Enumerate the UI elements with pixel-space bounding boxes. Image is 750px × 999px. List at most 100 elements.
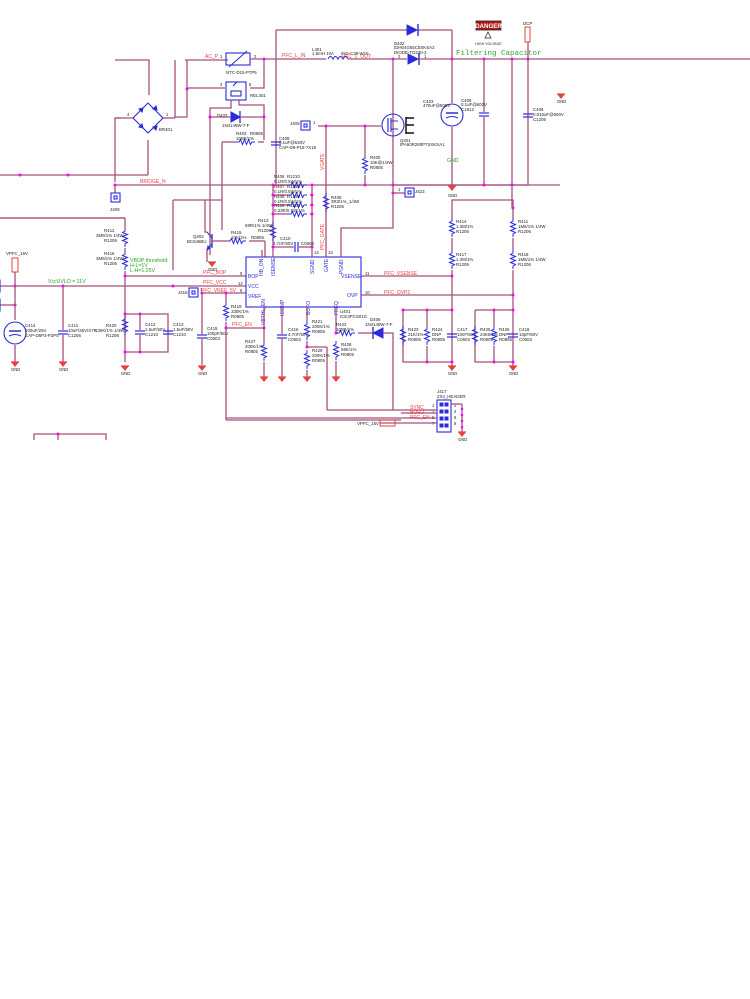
svg-text:C406: C406	[533, 107, 544, 112]
resistor-r424[interactable]: R424 DNP R0805	[424, 325, 446, 346]
capacitor-c414[interactable]: C414 100uF/25V CAP-D6P3-P2P5	[3, 321, 59, 345]
svg-text:1.5uF/50V: 1.5uF/50V	[145, 327, 165, 332]
svg-text:R408: R408	[274, 194, 285, 199]
inductor-l401[interactable]: L401 1.5mH 10A IND-C38-W16	[312, 47, 369, 61]
svg-text:VREF: VREF	[248, 294, 261, 300]
capacitor-c411[interactable]: C411 10uF/25V/X7R C1206	[58, 286, 97, 362]
svg-text:100R/1%: 100R/1%	[336, 327, 354, 332]
mosfet-q401[interactable]: Q401 IPA60R280P7SXKSA1	[381, 113, 445, 147]
test-point-j423[interactable]: J423 1	[393, 187, 425, 198]
test-point-j409[interactable]: J409	[110, 185, 121, 212]
svg-text:PFC_BOP: PFC_BOP	[203, 270, 227, 276]
bop-transistor-section: Q402 BC546BU R415 10K/1% R0805 GND	[172, 199, 266, 272]
capacitor-c405[interactable]: C405 0.1uF@600V C1812	[461, 59, 489, 185]
capacitor-c406[interactable]: C406 0.015uF@600V C1206	[523, 107, 564, 122]
resistor-r428[interactable]: R428 68K/1% R0805	[333, 340, 357, 361]
svg-text:R426: R426	[499, 327, 510, 332]
svg-text:R0805: R0805	[341, 352, 354, 357]
resistor-r411[interactable]: R411 1M5/1% 1/4W R1206	[510, 217, 547, 238]
svg-text:BR401: BR401	[159, 127, 173, 132]
resistor-r415[interactable]: R415 10K/1% R0805	[226, 230, 264, 244]
svg-text:R0805: R0805	[245, 349, 258, 354]
capacitor-c416[interactable]: C416 4.7nF/50V C0603	[277, 307, 308, 377]
gnd-symbol: GND	[457, 431, 467, 442]
resistor-r405[interactable]: R405 10K@1/4W R0805	[362, 126, 394, 185]
svg-text:R1206: R1206	[104, 238, 117, 243]
diode-d406[interactable]: D406 1N4148W-7-F	[365, 317, 393, 339]
svg-text:GND: GND	[198, 371, 207, 376]
resistor-r429[interactable]: R429 200K/1% R0805	[304, 348, 330, 370]
filtering-capacitor-note: Filtering Capacitor	[456, 50, 542, 58]
resistor-r421[interactable]: R421 200K/1% R0805	[304, 319, 330, 341]
pfc-power-stage: PFC_L_IN L401 1.5mH 10A IND-C38-W16 PFC_…	[271, 20, 750, 250]
svg-text:200K/1%: 200K/1%	[312, 324, 330, 329]
svg-text:IPA60R280P7SXKSA1: IPA60R280P7SXKSA1	[400, 142, 445, 147]
resistor-r413[interactable]: R413 68R/1% 1/4W R1206	[245, 218, 276, 242]
svg-text:DIODE-TO220-2: DIODE-TO220-2	[394, 50, 427, 55]
ac-input-section: AC_P BRIDGE_N BR401 4 1 NTC-D15-P7P5 1 2	[0, 50, 560, 255]
svg-text:GND: GND	[509, 371, 518, 376]
resistor-r426[interactable]: R426 DNP R0805	[491, 325, 513, 346]
svg-text:3: 3	[432, 409, 435, 414]
svg-text:2X4_HEADER: 2X4_HEADER	[437, 394, 466, 399]
svg-text:C0603: C0603	[207, 336, 220, 341]
capacitor-c418[interactable]: C418 10pF/50V C0603	[508, 327, 538, 342]
resistor-r422[interactable]: R422 100R/1%	[335, 322, 356, 336]
svg-text:VPFC_15V: VPFC_15V	[6, 251, 28, 256]
dcp-port[interactable]: DCP	[523, 21, 532, 43]
svg-text:R417: R417	[456, 252, 467, 257]
svg-text:R1206: R1206	[104, 261, 117, 266]
capacitor-c412[interactable]: C412 1.5uF/50V C1210	[135, 314, 165, 352]
resistor-r414[interactable]: R414 1.3M/1% R1206	[449, 217, 474, 238]
resistor-r417[interactable]: R417 1.3M/1% R1206	[449, 249, 474, 270]
svg-text:R1206: R1206	[106, 333, 119, 338]
capacitor-c417[interactable]: C417 10nF/50V C0603	[447, 327, 476, 342]
svg-text:2: 2	[398, 54, 401, 59]
resistor-r409[interactable]: R409 3R3/1%_1/4W R1206	[323, 192, 361, 213]
capacitor-c415[interactable]: C415 100pF/50V C0603	[197, 293, 229, 365]
resistor-r419[interactable]: R419 330K/1% R0805	[223, 293, 249, 420]
capacitor-c408[interactable]: C408 0.1uF@630V CAP-D8-P15-7X18	[271, 136, 317, 150]
vpfc-15v-header-port[interactable]: VPFC_15V	[357, 419, 396, 427]
svg-text:OVP: OVP	[347, 293, 358, 299]
resistor-r418[interactable]: R418 1M5/1% 1/4W R1206	[510, 249, 547, 270]
test-point-j416[interactable]: J416 1	[178, 287, 203, 298]
header-j417[interactable]: J417 2X4_HEADER 1 2 3 4 5 6 7 8	[432, 389, 466, 433]
test-point-j405[interactable]: J405 1	[290, 120, 316, 131]
ic-u401[interactable]: HB_ON ISENSE SGND GATE PGND 14 13 BOP VC…	[238, 250, 370, 325]
svg-text:BC546BU: BC546BU	[187, 239, 207, 244]
bridge-rectifier-br401[interactable]: BR401 4 1	[127, 102, 173, 134]
svg-text:C415: C415	[207, 326, 218, 331]
capacitor-c403[interactable]: C403 470uF@500V	[423, 59, 464, 185]
svg-text:R1210: R1210	[287, 194, 300, 199]
svg-text:DNP: DNP	[499, 332, 508, 337]
resistor-r425[interactable]: R425 24K0/1% R0805	[472, 325, 498, 346]
svg-text:1: 1	[432, 403, 435, 408]
resistor-r403[interactable]: R403 R0805 100R/1%	[235, 131, 263, 145]
shunt-r406[interactable]: R406 R1210 0.1R/0.5W/1%	[273, 174, 308, 188]
diode-d403[interactable]: D403 1N4148W-7-F	[217, 111, 250, 128]
diode-d402[interactable]: D402 IDH04G65C5XKSA2 DIODE-TO220-2 2 1	[394, 41, 435, 65]
resistor-r420[interactable]: R420 130K/1% 1/4W R1206	[95, 315, 128, 338]
ntc-thermistor[interactable]: NTC-D15-P7P5 1 2	[220, 50, 257, 75]
ic-bottom-network: R427 200K/1% R0805 C416 4.7nF/50V C0603 …	[245, 307, 394, 411]
capacitor-c410[interactable]: C410 4.7nF/50V C0603	[273, 236, 314, 252]
svg-text:470uF@500V: 470uF@500V	[423, 103, 450, 108]
net-pfc-l-in: PFC_L_IN	[282, 53, 306, 59]
svg-text:SYNC: SYNC	[410, 405, 424, 411]
svg-text:200K/1%: 200K/1%	[245, 344, 263, 349]
svg-text:1: 1	[220, 54, 223, 59]
transistor-q402[interactable]: Q402 BC546BU	[187, 231, 213, 252]
bypass-diode[interactable]	[406, 24, 419, 36]
svg-text:VSENSE: VSENSE	[341, 274, 362, 280]
svg-text:C418: C418	[519, 327, 530, 332]
resistor-r412[interactable]: R412 3M9/1% 1/4W R1206	[96, 227, 128, 248]
resistor-r423[interactable]: R423 21K/1% R0805	[400, 325, 424, 346]
resistor-r416[interactable]: R416 3M9/1% 1/4W R1206	[96, 250, 128, 271]
svg-text:BOFO: BOFO	[306, 301, 312, 315]
svg-text:1: 1	[166, 112, 169, 117]
capacitor-c413[interactable]: C413 1.5uF/50V C1210	[163, 322, 193, 337]
resistor-r427[interactable]: R427 200K/1% R0805	[245, 339, 267, 362]
relay-rel401[interactable]: REL401 3 5	[220, 81, 266, 101]
vpfc-15v-port[interactable]: VPFC_15V	[6, 251, 28, 273]
